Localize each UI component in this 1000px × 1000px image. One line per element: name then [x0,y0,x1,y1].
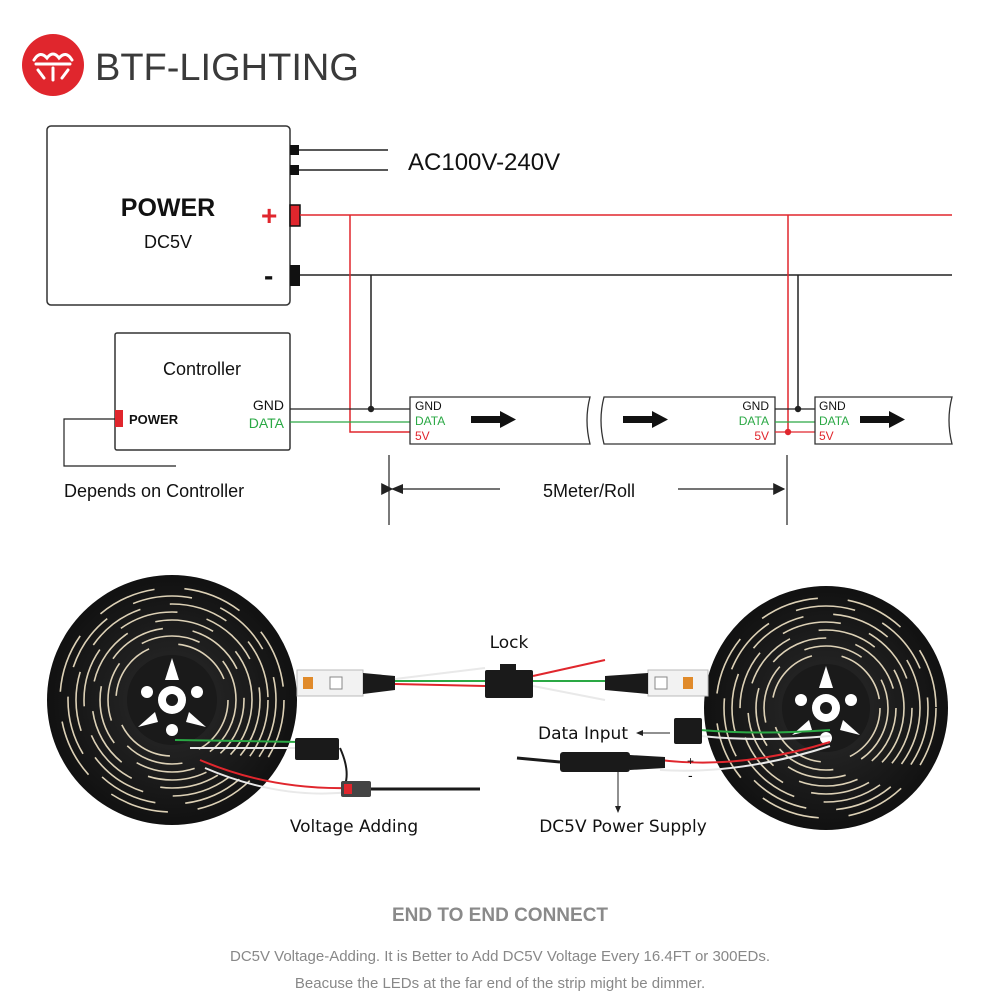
minus-symbol: - [264,260,273,291]
brand-name: BTF-LIGHTING [95,47,359,89]
ac-input-wires [299,149,388,171]
seg2-gnd-label: GND [742,399,769,413]
dimension-marker [381,455,788,525]
logo-mark-icon [32,52,74,82]
seg1-5v-label: 5V [415,429,430,443]
power-supply-pointer-arrow-icon [615,806,621,813]
power-voltage: DC5V [144,232,192,252]
power-supply-label: DC5V Power Supply [539,817,707,837]
data-input-connector-icon [674,718,702,744]
led-reel-right [704,586,948,830]
footer-line-2: Beacuse the LEDs at the far end of the s… [294,975,706,992]
dimension-label: 5Meter/Roll [543,481,635,501]
seg2-data-label: DATA [739,414,769,428]
junction-plus-2 [784,428,792,436]
controller-power-terminal [115,410,123,427]
footer-line-1: DC5V Voltage-Adding. It is Better to Add… [229,948,770,965]
voltage-adding-label: Voltage Adding [290,817,418,837]
ac-input-label: AC100V-240V [408,149,560,176]
plus-symbol: + [261,200,277,231]
controller-note: Depends on Controller [64,481,244,501]
power-supply-box: POWER DC5V + - [46,125,301,306]
led-reel-left [47,575,297,825]
controller-data-label: DATA [249,415,285,431]
seg2-direction-arrow-icon [623,411,668,428]
positive-terminal [289,204,301,227]
negative-terminal [290,265,300,286]
photo-minus-label: - [688,767,693,783]
ac-terminal-2 [290,165,299,175]
seg1-direction-arrow-icon [471,411,516,428]
junction-gnd-1 [367,405,375,413]
lock-label: Lock [490,633,529,653]
seg1-data-label: DATA [415,414,445,428]
brand-logo: BTF-LIGHTING [22,34,359,96]
controller-power-wire [63,418,176,467]
strip-end-left [296,669,395,697]
data-input-pointer-arrow-icon [636,730,643,736]
right-input-wires [516,729,831,772]
seg1-gnd-label: GND [415,399,442,413]
seg3-direction-arrow-icon [860,411,905,428]
voltage-adding-connector-icon [295,738,371,797]
junction-gnd-2 [794,405,802,413]
controller-box: Controller POWER GND DATA [114,332,291,451]
strip-segment-3: GND DATA 5V [814,396,953,445]
strip-segment-2: GND DATA 5V [600,396,776,445]
controller-power-label: POWER [129,412,179,427]
lock-wires [394,659,606,701]
dimension-left-arrowhead-icon [391,484,403,494]
photo-plus-label: + [687,754,694,768]
data-input-label: Data Input [538,724,628,744]
ac-terminal-1 [290,145,299,155]
footer-title: END TO END CONNECT [391,905,609,926]
voltage-adding-wires [174,739,480,795]
rail-drops [349,215,799,433]
seg3-5v-label: 5V [819,429,834,443]
seg3-gnd-label: GND [819,399,846,413]
seg2-5v-label: 5V [754,429,769,443]
strip-end-right [605,669,709,697]
strip-segment-1: GND DATA 5V [409,396,591,445]
controller-gnd-label: GND [253,397,284,413]
power-title: POWER [121,194,215,222]
power-supply-connector-icon [560,752,665,772]
seg3-data-label: DATA [819,414,849,428]
lock-connector-icon [485,664,533,698]
controller-title: Controller [163,359,241,379]
